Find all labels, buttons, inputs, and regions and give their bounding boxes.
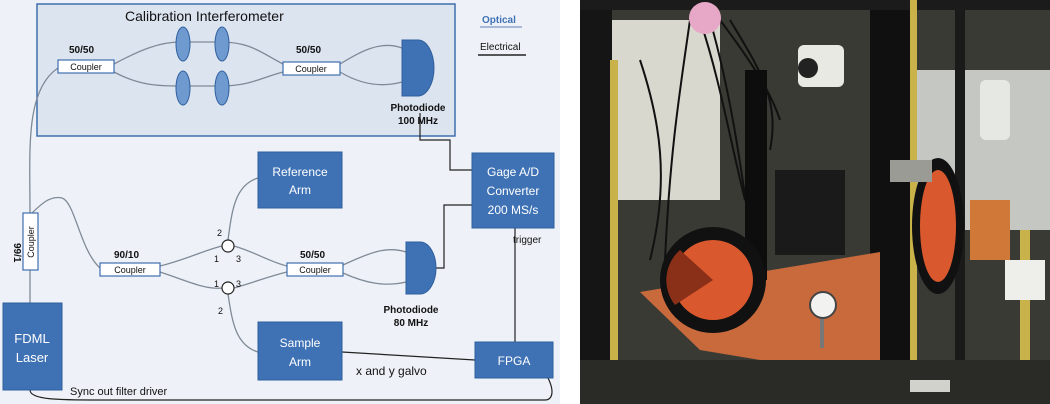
coupler-50-label: Coupler — [299, 265, 331, 275]
orange-panel-right — [970, 200, 1010, 260]
photodiode-main-line1: Photodiode — [384, 305, 439, 316]
circ-top-port-1: 1 — [214, 254, 219, 264]
scan-head — [775, 170, 845, 255]
photodiode-main-line2: 80 MHz — [394, 318, 428, 329]
fdml-line1: FDML — [14, 331, 49, 346]
white-block — [1005, 260, 1045, 300]
pressure-gauge — [809, 291, 837, 319]
optical-table — [580, 360, 1050, 404]
pink-foam — [689, 2, 721, 34]
frame-top — [580, 0, 1050, 10]
circulator-top — [221, 239, 235, 253]
camera-lens — [798, 58, 818, 78]
coupler-90 — [99, 262, 161, 277]
sample-arm-line1: Sample — [280, 336, 321, 350]
cal-coupler-in — [57, 59, 115, 74]
cal-coupler-in-label: Coupler — [70, 62, 102, 72]
gage-line1: Gage A/D — [487, 165, 539, 179]
lens-1 — [175, 26, 191, 62]
coupler-50 — [286, 262, 344, 277]
trigger-label: trigger — [513, 235, 542, 246]
latch — [890, 160, 932, 182]
legend-optical: Optical — [482, 15, 516, 26]
reference-arm-line1: Reference — [272, 165, 328, 179]
viewport-left-shade — [666, 250, 713, 305]
galvo-label: x and y galvo — [356, 364, 427, 378]
cal-coupler-out-label: Coupler — [295, 64, 327, 74]
cal-coupler-out — [282, 61, 341, 76]
lens-2 — [214, 26, 230, 62]
coupler-99-label: Coupler — [26, 226, 36, 258]
lens-group — [175, 26, 230, 106]
legend-electrical: Electrical — [480, 42, 521, 53]
fpga-box — [474, 341, 554, 379]
circ-top-port-2: 2 — [217, 228, 222, 238]
circ-bot-port-2: 2 — [218, 306, 223, 316]
cal-coupler-out-ratio: 50/50 — [296, 45, 321, 56]
gauge-stem — [820, 308, 824, 348]
calibration-title: Calibration Interferometer — [125, 8, 284, 24]
circulator-bottom — [221, 281, 235, 295]
photodiode-cal-line1: Photodiode — [391, 103, 446, 114]
system-diagram: Calibration Interferometer Optical Elect… — [0, 0, 560, 404]
setup-photograph — [580, 0, 1050, 404]
photodiode-cal-icon — [401, 39, 435, 97]
foam-seal-left — [610, 60, 618, 360]
gage-line3: 200 MS/s — [488, 203, 539, 217]
photodiode-cal-line2: 100 MHz — [398, 116, 438, 127]
sample-arm-line2: Arm — [289, 355, 311, 369]
gage-line2: Converter — [487, 184, 540, 198]
coupler-99 — [22, 212, 39, 271]
circ-bot-port-3: 3 — [236, 279, 241, 289]
circ-top-port-3: 3 — [236, 254, 241, 264]
optical-fibers — [29, 41, 407, 353]
sync-label: Sync out filter driver — [70, 386, 168, 398]
fdml-line2: Laser — [16, 350, 49, 365]
lens-4 — [214, 70, 230, 106]
photodiode-main-icon — [405, 241, 437, 295]
coupler-90-ratio: 90/10 — [114, 250, 139, 261]
viewport-right-window — [920, 170, 956, 282]
electrical-wires — [29, 113, 553, 401]
bottle-right — [980, 80, 1010, 140]
lens-3 — [175, 70, 191, 106]
coupler-90-label: Coupler — [114, 265, 146, 275]
fdml-laser-box — [2, 302, 63, 391]
table-label — [910, 380, 950, 392]
sample-arm-box — [257, 321, 343, 381]
foam-seal-middle — [910, 0, 917, 404]
gage-box — [471, 152, 555, 229]
reference-arm-line2: Arm — [289, 183, 311, 197]
coupler-99-ratio: 99/1 — [11, 243, 22, 263]
fpga-label: FPGA — [498, 354, 531, 368]
coupler-50-ratio: 50/50 — [300, 250, 325, 261]
foam-seal-right — [1020, 230, 1030, 380]
circ-bot-port-1: 1 — [214, 279, 219, 289]
frame-post-left — [580, 0, 612, 404]
vertical-stage — [745, 70, 767, 280]
reference-arm-box — [257, 151, 343, 209]
cal-coupler-in-ratio: 50/50 — [69, 45, 94, 56]
